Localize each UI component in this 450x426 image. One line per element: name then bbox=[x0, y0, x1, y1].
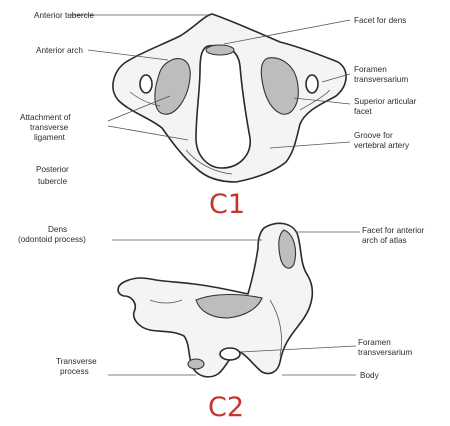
atlas-facet-for-dens bbox=[206, 45, 234, 55]
label-superior-facet-line2: facet bbox=[354, 107, 372, 116]
label-groove-line1: Groove for bbox=[354, 131, 393, 140]
label-c2-foramen-line2: transversarium bbox=[358, 348, 412, 357]
axis-illustration bbox=[118, 223, 312, 376]
label-superior-facet-line1: Superior articular bbox=[354, 97, 417, 106]
label-attachment-line3: ligament bbox=[34, 133, 66, 142]
label-dens-line1: Dens bbox=[48, 225, 67, 234]
atlas-illustration bbox=[113, 14, 346, 182]
label-transverse-line1: Transverse bbox=[56, 357, 97, 366]
label-facet-anterior-line2: arch of atlas bbox=[362, 236, 407, 245]
label-body: Body bbox=[360, 371, 380, 380]
label-dens-line2: (odontoid process) bbox=[18, 235, 86, 244]
label-attachment-line2: transverse bbox=[30, 123, 69, 132]
axis-body-facet bbox=[188, 359, 204, 369]
label-posterior-tubercle-line2: tubercle bbox=[38, 177, 68, 186]
axis-foramen-transversarium bbox=[220, 348, 240, 360]
label-anterior-arch: Anterior arch bbox=[36, 46, 83, 55]
label-c2-foramen-line1: Foramen bbox=[358, 338, 391, 347]
label-c1-foramen-line1: Foramen bbox=[354, 65, 387, 74]
label-c1-foramen-line2: transversarium bbox=[354, 75, 408, 84]
c2-title: C2 bbox=[208, 392, 244, 421]
label-attachment-line1: Attachment of bbox=[20, 113, 71, 122]
label-facet-for-dens: Facet for dens bbox=[354, 16, 406, 25]
atlas-foramen-left bbox=[140, 75, 152, 93]
label-facet-anterior-line1: Facet for anterior bbox=[362, 226, 425, 235]
atlas-foramen-right bbox=[306, 75, 318, 93]
label-posterior-tubercle-line1: Posterior bbox=[36, 165, 69, 174]
label-transverse-line2: process bbox=[60, 367, 89, 376]
label-anterior-tubercle: Anterior tubercle bbox=[34, 11, 95, 20]
label-groove-line2: vertebral artery bbox=[354, 141, 410, 150]
c1-title: C1 bbox=[209, 189, 245, 220]
